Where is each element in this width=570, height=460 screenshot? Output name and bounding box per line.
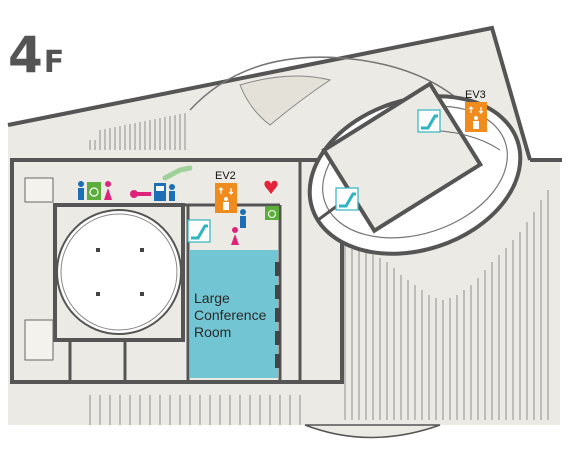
left-stairs: [24, 177, 54, 361]
room-label-line2: Conference: [194, 307, 267, 323]
rotunda-room: [53, 203, 185, 342]
escalator-icon: [187, 219, 211, 243]
floor-number: 4: [8, 26, 43, 84]
escalator-icon: [335, 187, 359, 211]
men-restroom-icon: [78, 181, 84, 200]
women-restroom-icon: [104, 181, 112, 200]
floor-suffix: F: [43, 45, 65, 80]
floor-label: 4F: [8, 30, 64, 80]
stair-hatching: [89, 113, 549, 425]
elevator-ev2-icon[interactable]: [215, 183, 237, 213]
key-icon: [130, 190, 151, 198]
room-label-line3: Room: [194, 324, 232, 340]
ev3-label: EV3: [465, 89, 486, 101]
women-restroom-icon: [231, 227, 239, 245]
ev2-label: EV2: [215, 170, 236, 182]
wheelchair-restroom-icon: [265, 206, 279, 220]
conference-room-label: Large Conference Room: [194, 290, 278, 341]
elevator-ev3-icon[interactable]: [465, 102, 487, 132]
large-conference-room[interactable]: [190, 250, 278, 378]
escalator-icon: [417, 109, 441, 133]
conference-room-doors: [275, 262, 280, 368]
room-label-line1: Large: [194, 290, 230, 306]
wheelchair-restroom-icon: [87, 182, 101, 200]
smoking-area-icon: [169, 184, 175, 201]
men-restroom-icon: [240, 209, 246, 228]
stair-ramp-icon: [162, 165, 193, 181]
vending-machine-icon: [154, 183, 166, 201]
aed-icon: [264, 180, 278, 194]
